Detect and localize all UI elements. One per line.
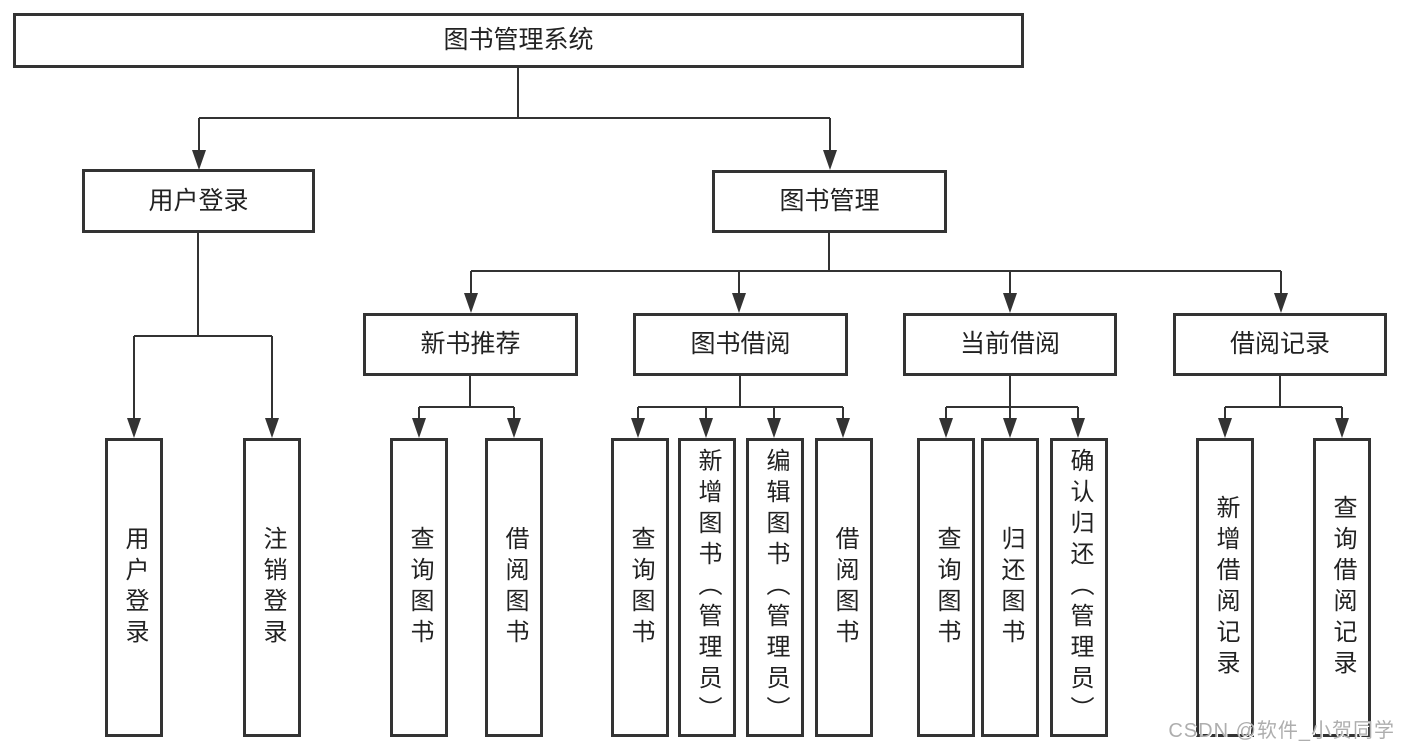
node-current-borrowing: 当前借阅 <box>903 313 1117 376</box>
leaf-logout: 注销登录 <box>243 438 301 737</box>
leaf-borrow-books-recommend: 借阅图书 <box>485 438 543 737</box>
node-book-management: 图书管理 <box>712 170 947 233</box>
leaf-add-borrow-record: 新增借阅记录 <box>1196 438 1254 737</box>
leaf-query-books-recommend: 查询图书 <box>390 438 448 737</box>
arrowheads <box>127 150 1349 438</box>
leaf-add-books-admin: 新增图书（管理员） <box>678 438 736 737</box>
leaf-user-login: 用户登录 <box>105 438 163 737</box>
leaf-query-borrow-record: 查询借阅记录 <box>1313 438 1371 737</box>
leaf-borrow-books: 借阅图书 <box>815 438 873 737</box>
csdn-watermark: CSDN @软件_小贺同学 <box>1168 720 1395 742</box>
leaf-confirm-return-admin: 确认归还（管理员） <box>1050 438 1108 737</box>
node-borrowing-records: 借阅记录 <box>1173 313 1387 376</box>
leaf-query-books-borrow: 查询图书 <box>611 438 669 737</box>
leaf-edit-books-admin: 编辑图书（管理员） <box>746 438 804 737</box>
node-library-management-system: 图书管理系统 <box>13 13 1024 68</box>
leaf-return-books: 归还图书 <box>981 438 1039 737</box>
node-book-borrowing: 图书借阅 <box>633 313 848 376</box>
node-user-login: 用户登录 <box>82 169 315 233</box>
leaf-query-books-current: 查询图书 <box>917 438 975 737</box>
node-new-book-recommendation: 新书推荐 <box>363 313 578 376</box>
